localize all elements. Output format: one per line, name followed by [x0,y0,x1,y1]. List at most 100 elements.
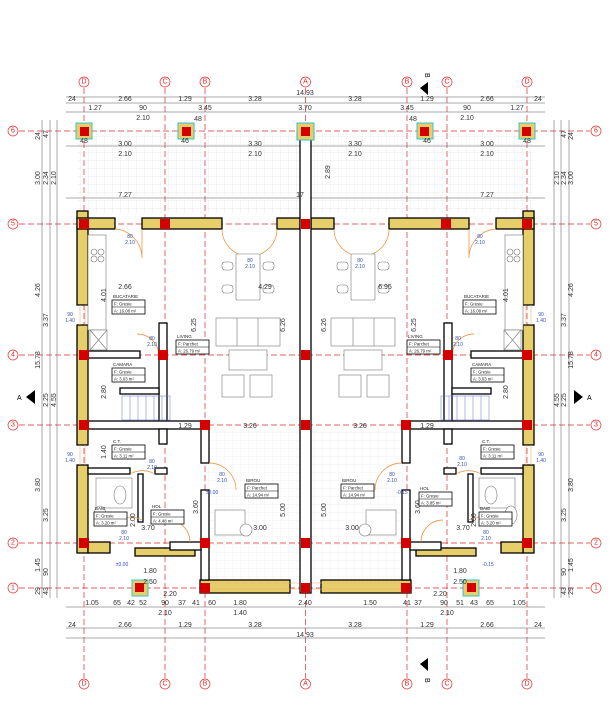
dim-bottom-row1-sub: 2.10 [158,610,172,617]
dim-bottom-row1-sub: 2.10 [440,610,454,617]
section-b-bottom-label: B [423,678,430,683]
dim-bottom-row2: 24 [68,622,76,629]
level-mark: ±0.00 [116,562,129,568]
dim-side-middle: 3.25 [43,508,50,522]
room-area: A: 3.85 m² [421,501,441,506]
room-name: CAMARA [472,362,491,367]
window-tag-width: 90 [67,312,73,318]
dim-entrance-step: 2.50 [453,579,467,586]
dim-top-row3: 3.30 [348,141,362,148]
grid-bubble [78,678,90,690]
grid-bubble [590,537,602,549]
dim-top-row3-sub: 2.10 [480,151,494,158]
grid-axis-label: 3 [594,422,598,429]
grid-axis-label: C [444,79,449,86]
door-tag-height: 2.10 [147,465,157,471]
dim-side-inner: 4.55 [51,393,58,407]
dim-top-row2-sub: 2.10 [460,115,474,122]
dim-top-row2: 1.27 [88,105,102,112]
grid-bubble [7,537,19,549]
door-tag-width: 80 [149,336,155,342]
dim-bottom-row1: 65 [113,600,121,607]
grid-bubble [590,419,602,431]
dim-bottom-row1: 37 [414,600,422,607]
dim-interior: 6.25 [191,318,198,332]
room-name: HOL [420,486,430,491]
door-tag-height: 2.10 [217,478,227,484]
dim-side-outer-right: 4.26 [568,283,575,297]
dim-side-outer-right: 3.00 [568,171,575,185]
dim-bottom-row1: 90 [440,600,448,607]
dim-top-row1: 2.66 [118,96,132,103]
grid-bubble [7,349,19,361]
room-name: BIROU [246,478,260,483]
dim-bottom-row2: 3.28 [248,622,262,629]
grid-axis-label: 2 [11,540,15,547]
room-area: A: 3.03 m² [473,377,493,382]
dim-bottom-row2: 2.66 [480,622,494,629]
door-tag-height: 2.10 [245,264,255,270]
room-floor-finish: F: Gresie [465,302,483,307]
grid-axis-label: C [162,79,167,86]
dim-bottom-row1: 42 [127,600,135,607]
dim-top-row1: 24 [534,96,542,103]
dim-side-middle-right: 2.25 [561,393,568,407]
dim-top-row2-sub: 2.10 [136,115,150,122]
dim-top-row2: 90 [139,105,147,112]
dim-side-outer-right: 24 [568,132,575,140]
room-name: CAMARA [113,362,132,367]
dim-interior: 6.26 [321,318,328,332]
dim-top-row3: 3.00 [480,141,494,148]
central-columns [296,122,315,593]
door-tag-width: 80 [483,530,489,536]
dim-top-row2: 3.45 [198,105,212,112]
dim-interior: 1.40 [101,445,108,459]
dim-side-middle-right: 3.25 [561,508,568,522]
dim-top-row3-sub: 2.10 [348,151,362,158]
dim-overall-top: 14.93 [296,90,314,97]
dim-entrance-step: 1.80 [453,568,467,575]
grid-axis-label: 1 [11,585,15,592]
dim-side-middle-right: 90 [561,568,568,576]
room-area: A: 3.20 m² [96,521,116,526]
dim-top-row2: 1.27 [510,105,524,112]
dim-top-row2: 3.45 [400,105,414,112]
room-name: BAIE [95,506,105,511]
section-a-right-icon [574,390,583,404]
grid-bubble [7,218,19,230]
room-area: A: 14.94 m² [247,493,270,498]
grid-axis-label: D [81,79,86,86]
dim-bottom-row1: 65 [486,600,494,607]
dim-side-outer-right: 15.78 [568,351,575,369]
door-tag-width: 80 [389,472,395,478]
dim-side-inner-right: 2.10 [554,171,561,185]
dim-bottom-row1: 41 [403,600,411,607]
dim-top-row3-sub: 2.10 [248,151,262,158]
dim-interior: 2.00 [130,513,137,527]
dim-top-row1: 3.28 [248,96,262,103]
window-tag-height: 1.40 [65,318,75,324]
room-area: A: 3.20 m² [481,521,501,526]
dim-side-outer-right: 29 [568,587,575,595]
dim-bottom-row1: 1.80 [233,600,247,607]
grid-axis-label: C [162,681,167,688]
grid-bubble [521,678,533,690]
grid-bubble [159,678,171,690]
grid-bubble [7,582,19,594]
room-name: BAIE [480,506,490,511]
dim-interior: 3.60 [193,500,200,514]
room-name: C.T. [113,439,121,444]
grid-axis-label: D [524,79,529,86]
dim-interior: 3.26 [353,423,367,430]
grid-bubble [521,76,533,88]
room-floor-finish: F: Gresie [483,447,501,452]
dim-interior: 3.00 [345,525,359,532]
dimension-lines [41,96,570,639]
door-tag-height: 2.10 [453,342,463,348]
door-tag-height: 2.10 [481,536,491,542]
